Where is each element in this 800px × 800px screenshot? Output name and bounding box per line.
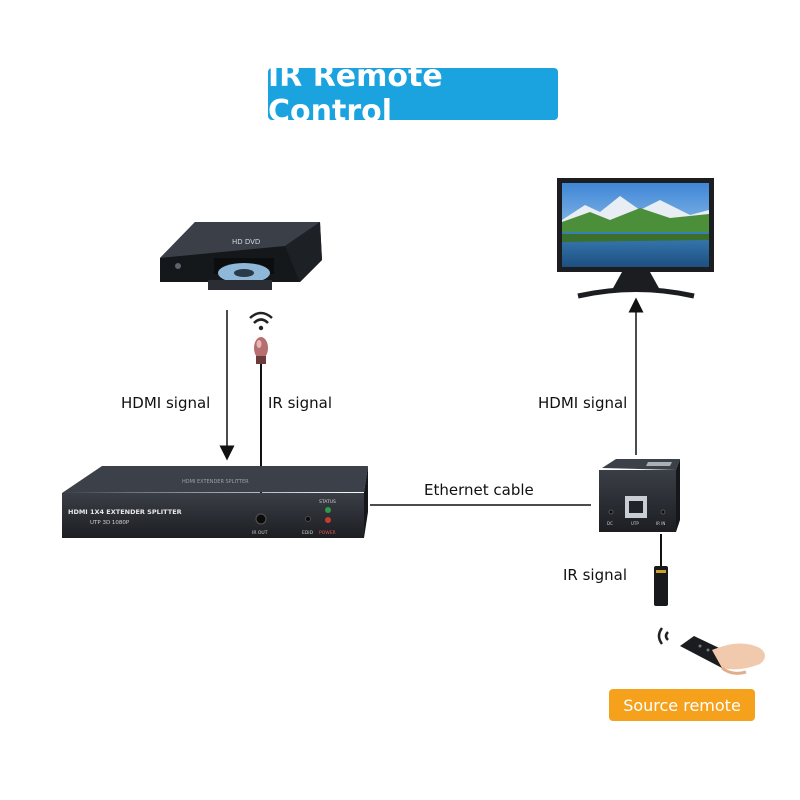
- source-remote-graphic: [657, 627, 765, 675]
- splitter-model-line2: UTP 3D 1080P: [90, 520, 130, 526]
- receiver-port-ir-in: IR IN: [656, 521, 665, 526]
- hdmi-receiver: DC UTP IR IN: [599, 459, 680, 532]
- player-disc-text: HD DVD: [232, 238, 260, 246]
- label-ir-signal-right: IR signal: [563, 566, 627, 584]
- label-ir-signal-left: IR signal: [268, 394, 332, 412]
- receiver-port-dc: DC: [607, 521, 613, 526]
- source-remote-badge: Source remote: [609, 689, 755, 721]
- power-led: [325, 517, 331, 523]
- ir-receiver-eye: [654, 534, 668, 606]
- splitter-led-power-label: POWER: [319, 530, 336, 536]
- ir-emitter-top: [249, 311, 273, 364]
- label-ethernet-cable: Ethernet cable: [424, 481, 534, 499]
- label-hdmi-signal-left: HDMI signal: [121, 394, 211, 412]
- receiver-port-utp: UTP: [631, 521, 639, 526]
- splitter-top-label: HDMI EXTENDER SPLITTER: [182, 479, 249, 485]
- splitter-port-ir-out: IR OUT: [252, 530, 268, 536]
- hd-dvd-player: HD DVD: [160, 222, 322, 290]
- status-led: [325, 507, 331, 513]
- label-hdmi-signal-right: HDMI signal: [538, 394, 628, 412]
- splitter-led-status-label: STATUS: [319, 499, 336, 505]
- splitter-port-edid: EDID: [302, 530, 314, 536]
- hdmi-splitter: HDMI EXTENDER SPLITTER HDMI 1X4 EXTENDER…: [62, 466, 368, 538]
- monitor: [557, 178, 714, 299]
- splitter-model-line1: HDMI 1X4 EXTENDER SPLITTER: [68, 508, 182, 516]
